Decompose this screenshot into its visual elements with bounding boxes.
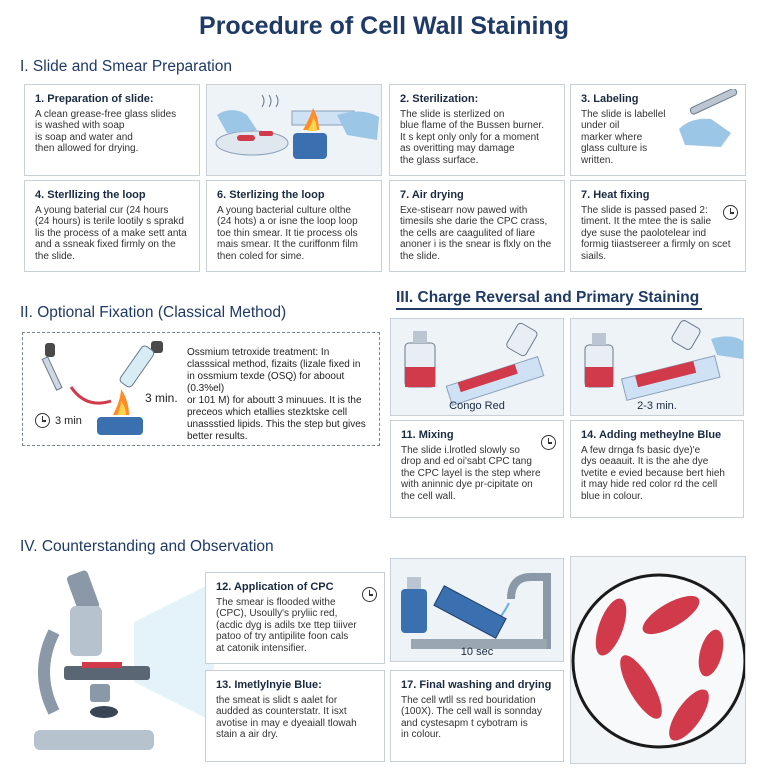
cell-icon [669, 689, 709, 741]
congo-red-illustration [390, 318, 564, 416]
step-card-14: 14. Adding metheylne Blue A few drnga fs… [570, 420, 744, 518]
sink-icon [411, 639, 547, 649]
sterilization-drawing [215, 94, 379, 159]
step-text: Exe-stisearr now pawed with timesils she… [400, 205, 552, 262]
fixation-panel: 3 min 3 min. Ossmium tetroxide treatment… [22, 332, 380, 446]
fixation-drawing [41, 341, 163, 435]
bottle-icon [401, 589, 427, 633]
hand-icon [217, 110, 257, 133]
caption-congo-red: Congo Red [449, 400, 505, 412]
step-heading: 2. Sterilization: [400, 93, 479, 105]
step-text: the smeat is slidt s aalet for audded as… [216, 695, 357, 741]
step-heading: 6. Sterlizing the loop [217, 189, 325, 201]
time-label-left: 3 min [55, 415, 82, 427]
cell-icon [620, 655, 662, 719]
clock-icon [541, 435, 556, 450]
step-heading: 17. Final washing and drying [401, 679, 552, 691]
step-card-7-heat: 7. Heat fixing The slide is passed pased… [570, 180, 746, 272]
clock-icon [362, 587, 377, 602]
sterilization-illustration [206, 84, 382, 176]
step-card-4: 4. Sterllizing the loop A young baterial… [24, 180, 200, 272]
section-3-title: III. Charge Reversal and Primary Stainin… [396, 289, 700, 306]
step-text: The smear is flooded withe (CPC), Usoull… [216, 597, 357, 654]
step-heading: 3. Labeling [581, 93, 639, 105]
washing-illustration [390, 558, 564, 662]
staining-drawing [584, 320, 743, 401]
step-text: A young bacterial culture olthe (24 hots… [217, 205, 358, 262]
step-card-3: 3. Labeling The slide is labellel under … [570, 84, 746, 176]
stage-icon [64, 666, 150, 680]
dropper-icon [45, 343, 55, 357]
step-text: The slide is sterlized on blue flame of … [400, 109, 544, 166]
step-card-11: 11. Mixing The slide i.lrotled slowly so… [390, 420, 564, 518]
light-beam [134, 582, 214, 722]
cell-icon [642, 595, 700, 635]
step-text: The slide i.lrotled slowly so drop and e… [401, 445, 541, 502]
caption-seconds: 10 sec [460, 646, 494, 658]
hand-icon [711, 336, 743, 359]
washing-drawing [401, 573, 551, 649]
cell-icon [595, 598, 627, 656]
page-title: Procedure of Cell Wall Staining [199, 12, 569, 40]
step-heading: 14. Adding metheylne Blue [581, 429, 722, 441]
microscope-illustration [34, 570, 214, 750]
step-heading: 7. Air drying [400, 189, 464, 201]
step-card-2: 2. Sterilization: The slide is sterlized… [389, 84, 565, 176]
step-card-7-air: 7. Air drying Exe-stisearr now pawed wit… [389, 180, 565, 272]
staining-illustration [570, 318, 744, 416]
pipette-icon [151, 341, 163, 353]
step-text: The slide is labellel under oil marker w… [581, 109, 666, 166]
step-card-17: 17. Final washing and drying The cell wt… [390, 670, 564, 762]
dropper-icon [506, 322, 538, 357]
burner-icon [293, 133, 327, 159]
section-3-underline [396, 308, 702, 310]
clock-icon [35, 413, 50, 428]
slide-icon [433, 585, 507, 639]
microscopic-view-panel [570, 556, 746, 764]
step-text: The cell wtll ss red bouridation (100X).… [401, 695, 542, 741]
cell-icon [698, 629, 724, 677]
section-2-title: II. Optional Fixation (Classical Method) [20, 304, 287, 321]
clock-icon [723, 205, 738, 220]
step-heading: 13. Imetlylnyie Blue: [216, 679, 322, 691]
step-card-1: 1. Preparation of slide: A clean grease-… [24, 84, 200, 176]
step-heading: 7. Heat fixing [581, 189, 650, 201]
time-label-right: 3 min. [145, 391, 178, 405]
step-text: A few drnga fs basic dye)'e dys oeaauit.… [581, 445, 725, 502]
burner-icon [97, 417, 143, 435]
fixation-text: Ossmium tetroxide treatment: In classsic… [187, 347, 366, 442]
step-text: The slide is passed pased 2: timent. It … [581, 205, 731, 262]
eyepiece-icon [66, 570, 100, 614]
step-heading: 4. Sterllizing the loop [35, 189, 146, 201]
section-4-title: IV. Counterstanding and Observation [20, 538, 274, 555]
dropper-icon [671, 320, 701, 350]
step-heading: 11. Mixing [401, 429, 454, 441]
congo-red-drawing [404, 322, 545, 406]
microscope-base [34, 730, 154, 750]
step-heading: 12. Application of CPC [216, 581, 334, 593]
tap-icon [507, 573, 551, 649]
step-text: A clean grease-free glass slides is wash… [35, 109, 177, 155]
step-card-12: 12. Application of CPC The smear is floo… [205, 572, 385, 664]
step-card-6: 6. Sterlizing the loop A young bacterial… [206, 180, 382, 272]
step-text: A young baterial cur (24 hours (24 hours… [35, 205, 187, 262]
section-1-title: I. Slide and Smear Preparation [20, 58, 232, 75]
step-heading: 1. Preparation of slide: [35, 93, 154, 105]
microscopic-view [571, 573, 745, 749]
caption-minutes: 2-3 min. [637, 400, 677, 412]
step-card-13: 13. Imetlylnyie Blue: the smeat is slidt… [205, 670, 385, 762]
marker-hand-icon [679, 89, 738, 147]
